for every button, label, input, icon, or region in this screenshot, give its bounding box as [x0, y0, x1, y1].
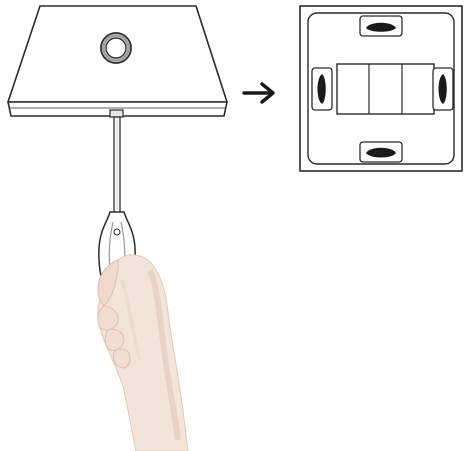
hand-icon [97, 254, 189, 451]
right-clip-icon [432, 67, 454, 111]
top-clip-icon [359, 15, 403, 37]
left-clip-icon [311, 67, 333, 111]
switch-panel-front-edge [7, 101, 228, 117]
bottom-clip-icon [359, 141, 403, 163]
relay-module [336, 63, 435, 115]
switch-panel [7, 5, 228, 118]
touch-button-icon [100, 32, 132, 64]
right-arrow-icon [242, 82, 275, 104]
release-slot [109, 109, 124, 118]
switch-backplate [299, 5, 463, 172]
